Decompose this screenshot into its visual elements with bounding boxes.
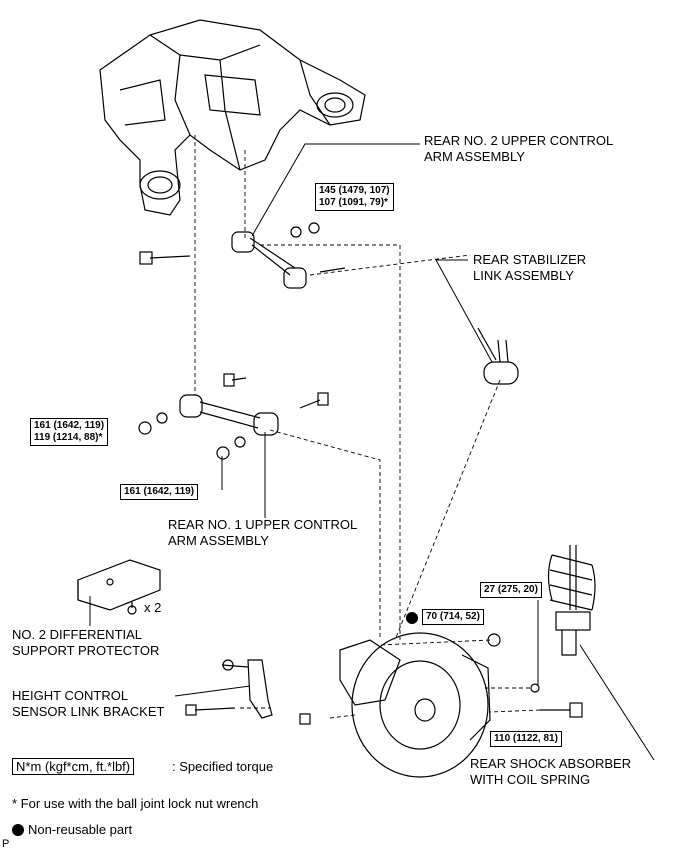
label-height-bracket: HEIGHT CONTROL SENSOR LINK BRACKET bbox=[12, 688, 164, 720]
label-height-bracket-line2: SENSOR LINK BRACKET bbox=[12, 704, 165, 719]
label-shock-absorber: REAR SHOCK ABSORBER WITH COIL SPRING bbox=[470, 756, 631, 788]
legend-nonreusable-dot-icon bbox=[12, 824, 24, 836]
torque-box-27: 27 (275, 20) bbox=[480, 582, 542, 598]
label-stabilizer-link: REAR STABILIZER LINK ASSEMBLY bbox=[473, 252, 586, 284]
alignment-lines bbox=[194, 135, 541, 719]
torque-70: 70 (714, 52) bbox=[426, 611, 480, 622]
label-diff-protector-line1: NO. 2 DIFFERENTIAL bbox=[12, 627, 143, 642]
label-upper-arm-1-line1: REAR NO. 1 UPPER CONTROL bbox=[168, 517, 358, 532]
torque-box-145: 145 (1479, 107) 107 (1091, 79)* bbox=[315, 183, 394, 211]
label-shock-absorber-line1: REAR SHOCK ABSORBER bbox=[470, 756, 632, 771]
label-upper-arm-2: REAR NO. 2 UPPER CONTROL ARM ASSEMBLY bbox=[424, 133, 613, 165]
torque-145-line1: 145 (1479, 107) bbox=[319, 185, 390, 196]
torque-161b: 161 (1642, 119) bbox=[124, 486, 195, 497]
label-diff-protector-line2: SUPPORT PROTECTOR bbox=[12, 643, 160, 658]
torque-box-110: 110 (1122, 81) bbox=[490, 731, 562, 747]
label-shock-absorber-line2: WITH COIL SPRING bbox=[470, 772, 591, 787]
label-diff-protector: NO. 2 DIFFERENTIAL SUPPORT PROTECTOR bbox=[12, 627, 159, 659]
label-upper-arm-2-line2: ARM ASSEMBLY bbox=[424, 149, 525, 164]
upper-arm-2-part bbox=[139, 222, 346, 289]
torque-box-161b: 161 (1642, 119) bbox=[120, 484, 199, 500]
upper-arm-1-part bbox=[138, 373, 329, 460]
legend-unit-text: : Specified torque bbox=[172, 759, 274, 774]
label-stabilizer-link-line1: REAR STABILIZER bbox=[473, 252, 587, 267]
torque-box-161a: 161 (1642, 119) 119 (1214, 88)* bbox=[30, 418, 109, 446]
torque-box-70: 70 (714, 52) bbox=[422, 609, 484, 625]
torque-27: 27 (275, 20) bbox=[484, 584, 538, 595]
nonreusable-dot-icon bbox=[406, 612, 418, 624]
label-upper-arm-2-line1: REAR NO. 2 UPPER CONTROL bbox=[424, 133, 614, 148]
label-upper-arm-1-line2: ARM ASSEMBLY bbox=[168, 533, 269, 548]
torque-161a-line2: 119 (1214, 88)* bbox=[34, 432, 103, 443]
torque-145-line2: 107 (1091, 79)* bbox=[319, 197, 388, 208]
torque-161a-line1: 161 (1642, 119) bbox=[34, 420, 105, 431]
label-height-bracket-line1: HEIGHT CONTROL bbox=[12, 688, 129, 703]
torque-110: 110 (1122, 81) bbox=[494, 733, 558, 744]
legend-footnote: * For use with the ball joint lock nut w… bbox=[12, 796, 259, 811]
leader-lines bbox=[89, 143, 655, 761]
rear-suspension-member bbox=[99, 19, 366, 216]
diff-protector-part bbox=[77, 559, 161, 615]
height-bracket-part bbox=[185, 659, 273, 719]
label-stabilizer-link-line2: LINK ASSEMBLY bbox=[473, 268, 574, 283]
stabilizer-link-part bbox=[477, 327, 519, 385]
label-upper-arm-1: REAR NO. 1 UPPER CONTROL ARM ASSEMBLY bbox=[168, 517, 357, 549]
legend-nonreusable: Non-reusable part bbox=[28, 822, 133, 837]
label-qty-x2: x 2 bbox=[144, 600, 162, 615]
corner-mark: P bbox=[2, 838, 10, 850]
axle-carrier-disc-part bbox=[299, 632, 583, 778]
shock-spring-part bbox=[547, 545, 596, 656]
legend-unit-box: N*m (kgf*cm, ft.*lbf) bbox=[12, 758, 135, 775]
